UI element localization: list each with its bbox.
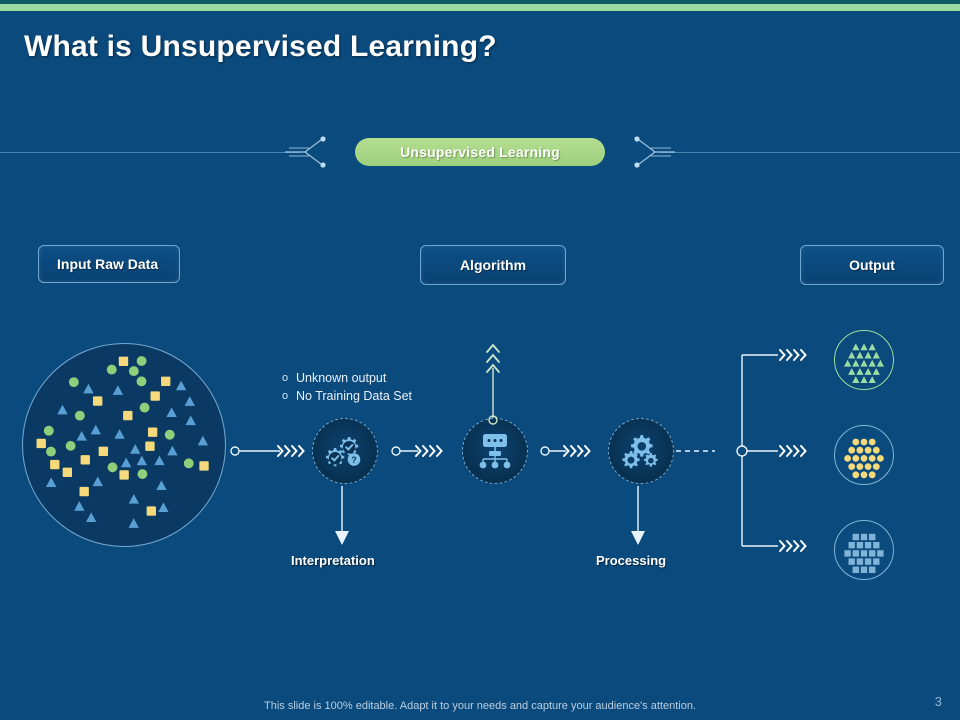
scatter-shapes-icon <box>36 356 209 528</box>
bullet-text: No Training Data Set <box>296 389 413 403</box>
square-cluster-icon <box>844 533 884 573</box>
header-box-output[interactable]: Output <box>800 245 944 285</box>
node-algorithm[interactable] <box>462 418 528 484</box>
node-processing[interactable] <box>608 418 674 484</box>
node-label-interpretation: Interpretation <box>291 553 375 568</box>
header-box-label: Input Raw Data <box>57 256 159 272</box>
cluster-ring <box>22 343 226 547</box>
header-box-input-raw-data[interactable]: Input Raw Data <box>38 245 180 283</box>
band-line-left <box>0 152 300 153</box>
bullet-list: o Unknown output o No Training Data Set <box>282 371 512 407</box>
output-dots[interactable] <box>834 425 894 485</box>
output-squares[interactable] <box>834 520 894 580</box>
page-title: What is Unsupervised Learning? <box>24 30 497 63</box>
badge-label: Unsupervised Learning <box>400 144 560 160</box>
bullet-marker-icon: o <box>282 372 289 384</box>
bullet-marker-icon: o <box>282 390 289 402</box>
badge-connector-right-icon <box>634 136 675 168</box>
output-triangles[interactable] <box>834 330 894 390</box>
top-teal-strip <box>0 0 960 4</box>
bullet-text: Unknown output <box>296 371 387 385</box>
triangle-cluster-icon <box>844 343 884 384</box>
page-number: 3 <box>934 694 942 709</box>
header-box-label: Algorithm <box>459 257 527 273</box>
svg-text:?: ? <box>351 455 357 465</box>
top-green-strip <box>0 4 960 11</box>
band-line-right <box>660 152 960 153</box>
node-interpretation[interactable]: ? <box>312 418 378 484</box>
node-label-processing: Processing <box>596 553 667 568</box>
list-item: o Unknown output <box>282 371 512 386</box>
badge-connector-left-icon <box>285 136 326 168</box>
footer-note: This slide is 100% editable. Adapt it to… <box>264 700 696 712</box>
status-badge: Unsupervised Learning <box>355 138 605 166</box>
header-box-label: Output <box>849 257 895 273</box>
three-gears-icon <box>622 435 658 469</box>
dot-cluster-icon <box>844 438 884 479</box>
list-item: o No Training Data Set <box>282 389 512 404</box>
input-data-cluster <box>22 343 226 547</box>
gears-check-question-icon: ? <box>326 437 361 467</box>
hierarchy-network-icon <box>479 434 511 469</box>
header-box-algorithm[interactable]: Algorithm <box>420 245 566 285</box>
